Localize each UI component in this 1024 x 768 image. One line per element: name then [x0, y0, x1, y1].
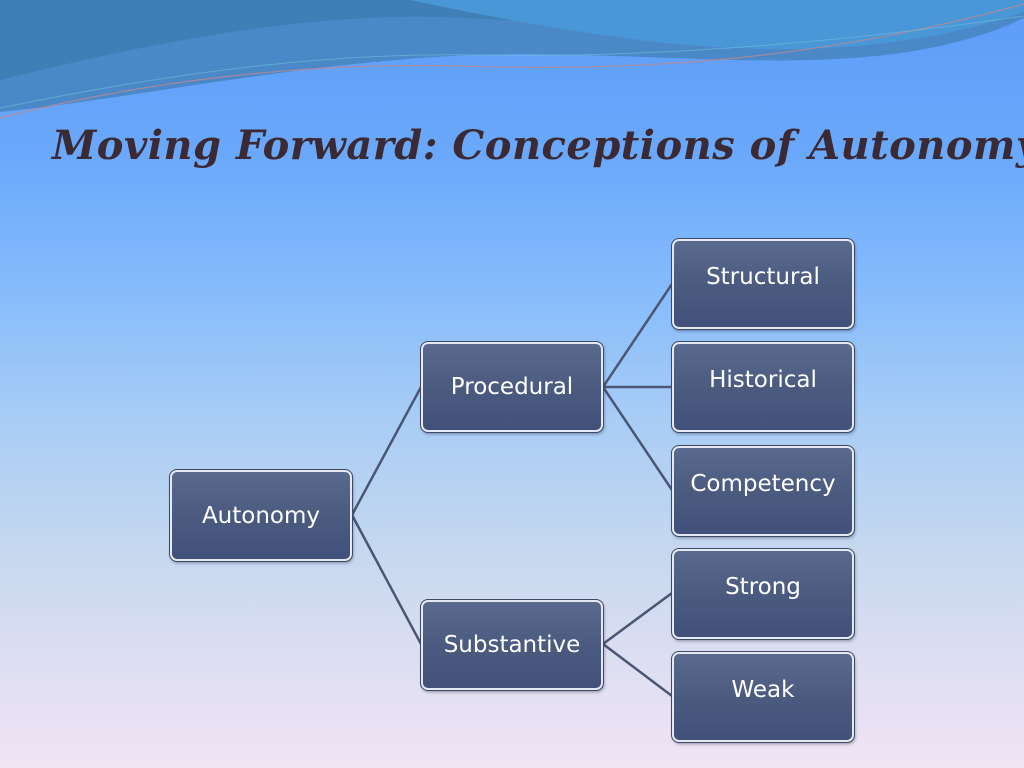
connector-autonomy-substantive	[350, 513, 423, 646]
node-historical: Historical	[671, 341, 855, 433]
node-weak: Weak	[671, 651, 855, 743]
node-competency: Competency	[671, 445, 855, 537]
connector-procedural-structural	[601, 282, 674, 389]
connector-substantive-weak	[601, 642, 674, 698]
node-label: Historical	[709, 367, 817, 393]
node-procedural: Procedural	[420, 341, 604, 433]
node-label: Competency	[690, 471, 836, 497]
node-structural: Structural	[671, 238, 855, 330]
connector-autonomy-procedural	[350, 385, 423, 517]
node-label: Substantive	[443, 632, 581, 658]
decorative-wave-header	[0, 0, 1024, 119]
connector-substantive-strong	[601, 591, 674, 646]
node-label: Weak	[731, 677, 795, 703]
node-label: Procedural	[450, 374, 574, 400]
node-label: Strong	[725, 574, 801, 600]
node-strong: Strong	[671, 548, 855, 640]
node-label: Autonomy	[201, 502, 321, 529]
node-substantive: Substantive	[420, 599, 604, 691]
node-autonomy: Autonomy	[169, 469, 353, 562]
node-label: Structural	[706, 264, 820, 290]
slide-title: Moving Forward: Conceptions of Autonomy	[52, 122, 1024, 169]
connector-procedural-competency	[601, 385, 674, 492]
